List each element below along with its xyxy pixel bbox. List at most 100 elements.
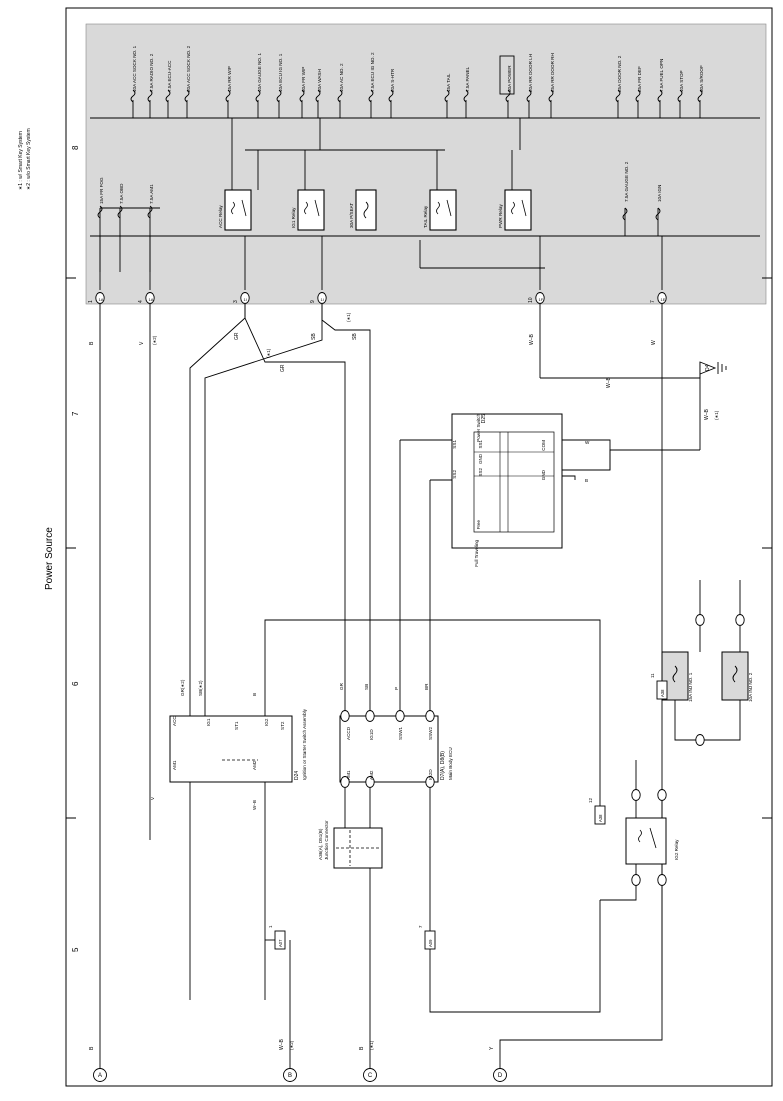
fuse-label-14: 30A POWER xyxy=(507,65,512,92)
fuse-label-5: 10A GAUGE NO. 1 xyxy=(257,52,262,92)
ground-note: (∗1) xyxy=(714,410,719,420)
bottom-fuse-1 xyxy=(655,207,661,221)
junction-pin-2 xyxy=(240,292,250,304)
ecu-pin-top-3 xyxy=(425,710,435,722)
left-fuse-label-2: 7.5A AM1 xyxy=(149,184,154,204)
ecu-term-6: IG2D xyxy=(428,769,433,780)
ign-wire-wb: W–B xyxy=(252,800,257,810)
left-fuse-label-0: 15A FR FOG xyxy=(99,177,104,204)
wire-y-d xyxy=(499,885,663,1070)
fuse-label-15: 20A RR DOOR LH xyxy=(528,54,533,92)
ecu-term-0: ACCD xyxy=(346,726,351,740)
ign-term-5: AM1 xyxy=(172,760,177,770)
fuse-1 xyxy=(147,89,153,103)
ecu-code: D7(A), D8(B) xyxy=(440,751,446,780)
junction-pin-num-1: 4 xyxy=(138,300,144,303)
fuse-10 xyxy=(368,89,374,103)
bottom-fuse-label-1: 10A IGN xyxy=(657,185,662,202)
ign-term-2: ST1 xyxy=(234,721,239,730)
fuse-5 xyxy=(255,89,261,103)
fuse-7 xyxy=(299,89,305,103)
connector-B xyxy=(283,1068,297,1082)
wire-note: (∗2) xyxy=(152,335,157,345)
ig2-pin-bot-1 xyxy=(657,874,667,886)
left-label-b2: B xyxy=(359,1046,365,1050)
left-fuse-label-1: 7.5A OBD xyxy=(119,183,124,204)
connector-letter: D xyxy=(498,1073,503,1079)
legend-note-1: ∗1 : w/ Smart Key System xyxy=(18,131,24,190)
relay-label-1: IG1 Relay xyxy=(291,207,296,228)
ecu-name: Main Body ECU xyxy=(448,747,453,780)
ecu-wire-gr: GR xyxy=(339,682,344,690)
ps-pin-gnd: GND xyxy=(541,469,546,480)
ign-term-4: ST2 xyxy=(280,721,285,730)
ecu-wire-p: P xyxy=(394,687,399,690)
ps-col-2: SS2 xyxy=(478,468,483,477)
fuse-label-7: 30A FR WIP xyxy=(301,67,306,92)
inj-pin-1 xyxy=(735,614,745,626)
junction-code: 1E xyxy=(661,297,666,302)
fuse-4 xyxy=(225,89,231,103)
tag-code: A07 xyxy=(278,939,283,947)
fuse-12 xyxy=(444,89,450,103)
ecu-pin-top-2 xyxy=(395,710,405,722)
ecu-pin-bot-2 xyxy=(425,776,435,788)
wire-sb xyxy=(321,304,371,720)
relay-acc xyxy=(224,189,252,231)
ps-pin-com: COM xyxy=(541,440,546,451)
junction-pin-1 xyxy=(145,292,155,304)
ignition-switch xyxy=(169,715,293,783)
ig2-pin-top-0 xyxy=(631,789,641,801)
fuse-18 xyxy=(635,89,641,103)
junction-pin-5 xyxy=(657,292,667,304)
ps-row-free: Free xyxy=(476,520,481,530)
fuse-label-21: 30A S/ROOF xyxy=(699,65,704,92)
relay-ig1 xyxy=(297,189,325,231)
wire-label-sb: SB xyxy=(311,333,317,340)
junction-pin-num-3: 9 xyxy=(310,300,316,303)
connector-tag xyxy=(656,680,668,700)
main-body-ecu xyxy=(339,715,439,783)
fuse-label-12: 15A TAIL xyxy=(446,73,451,92)
ign-term-6: AM2 xyxy=(252,760,257,770)
wire-gr-left xyxy=(189,304,246,1000)
inj-join xyxy=(695,734,705,746)
relay-pwr xyxy=(504,189,532,231)
fuse-11 xyxy=(388,89,394,103)
junction-code: 1I xyxy=(244,297,247,302)
wire-label-wb: W–B xyxy=(529,334,535,346)
junction-pin-num-2: 3 xyxy=(233,300,239,303)
ig2-pin-bot-0 xyxy=(631,874,641,886)
ecu-pin-bot-1 xyxy=(365,776,375,788)
wire-label-gr: GR xyxy=(234,332,240,340)
tag-pin: 1 xyxy=(268,925,273,928)
connector-D xyxy=(493,1068,507,1082)
junction-pin-num-0: 1 xyxy=(88,300,94,303)
inj-fuse-1 xyxy=(721,651,749,701)
page-title: Power Source xyxy=(44,527,55,590)
ps-wire-w: W xyxy=(585,440,590,445)
wire-b-ign xyxy=(264,619,601,808)
wire-com xyxy=(562,439,611,470)
fuse-label-6: 10A ECU IG NO. 1 xyxy=(278,53,283,92)
ground-symbol xyxy=(699,361,717,375)
wire-label-b: B xyxy=(89,341,95,345)
fuse-6 xyxy=(276,89,282,103)
fuse-17 xyxy=(615,89,621,103)
legend-note-2: ∗2 : w/o Smart Key System xyxy=(26,128,32,190)
fuse-label-8: 20A WASH xyxy=(317,69,322,92)
ig2-name: IG2 Relay xyxy=(674,839,679,860)
fuse-3 xyxy=(184,89,190,103)
left-label-b: B xyxy=(89,1046,95,1050)
tag-pin: 11 xyxy=(650,673,655,678)
ecu-pin-top-0 xyxy=(340,710,350,722)
fuse-13 xyxy=(463,89,469,103)
connector-C xyxy=(363,1068,377,1082)
junction-code: 1I xyxy=(321,297,324,302)
fuse-0 xyxy=(130,89,136,103)
left-fuse-0 xyxy=(97,205,103,219)
tag-code: A38 xyxy=(660,689,665,697)
left-label-wb: W–B xyxy=(279,1039,285,1051)
wire-gnd xyxy=(562,475,576,480)
fuse-label-4: 15A RR WIP xyxy=(227,66,232,92)
